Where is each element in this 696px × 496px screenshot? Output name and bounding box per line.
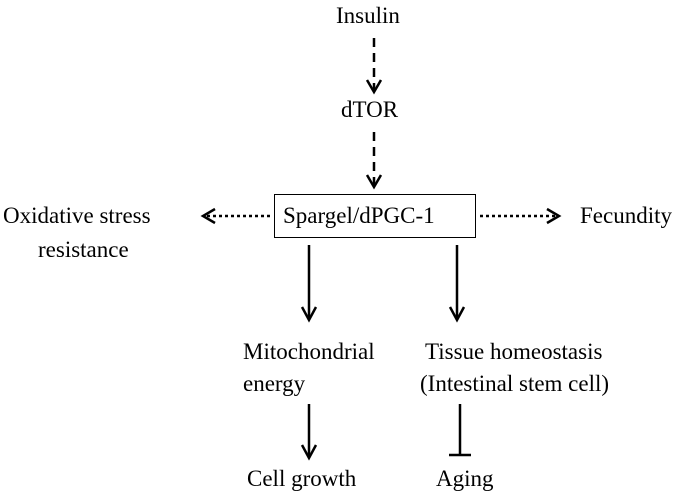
arrowhead-spargel-to-mito — [300, 306, 318, 323]
arrowhead-dtor-to-spargel — [365, 174, 383, 190]
node-oxidative-line2: resistance — [38, 237, 129, 262]
arrowhead-mito-to-cell-growth — [300, 444, 318, 461]
node-oxidative-line1: Oxidative stress — [3, 203, 151, 228]
arrowhead-insulin-to-dtor — [365, 79, 383, 95]
node-dtor: dTOR — [341, 97, 399, 122]
node-tissue-line2: (Intestinal stem cell) — [420, 371, 610, 396]
node-mito-line1: Mitochondrial — [243, 339, 375, 364]
node-tissue-line1: Tissue homeostasis — [425, 339, 603, 364]
spargel-box — [274, 194, 476, 238]
node-aging: Aging — [436, 466, 494, 491]
node-cell-growth: Cell growth — [247, 466, 357, 491]
node-mito-line2: energy — [243, 371, 306, 396]
node-fecundity: Fecundity — [580, 203, 672, 228]
node-spargel: Spargel/dPGC-1 — [283, 203, 435, 228]
arrowhead-spargel-to-oxidative — [200, 207, 216, 225]
arrowhead-spargel-to-tissue — [448, 306, 466, 323]
node-insulin: Insulin — [336, 3, 400, 28]
arrowhead-spargel-to-fecundity — [546, 207, 562, 225]
